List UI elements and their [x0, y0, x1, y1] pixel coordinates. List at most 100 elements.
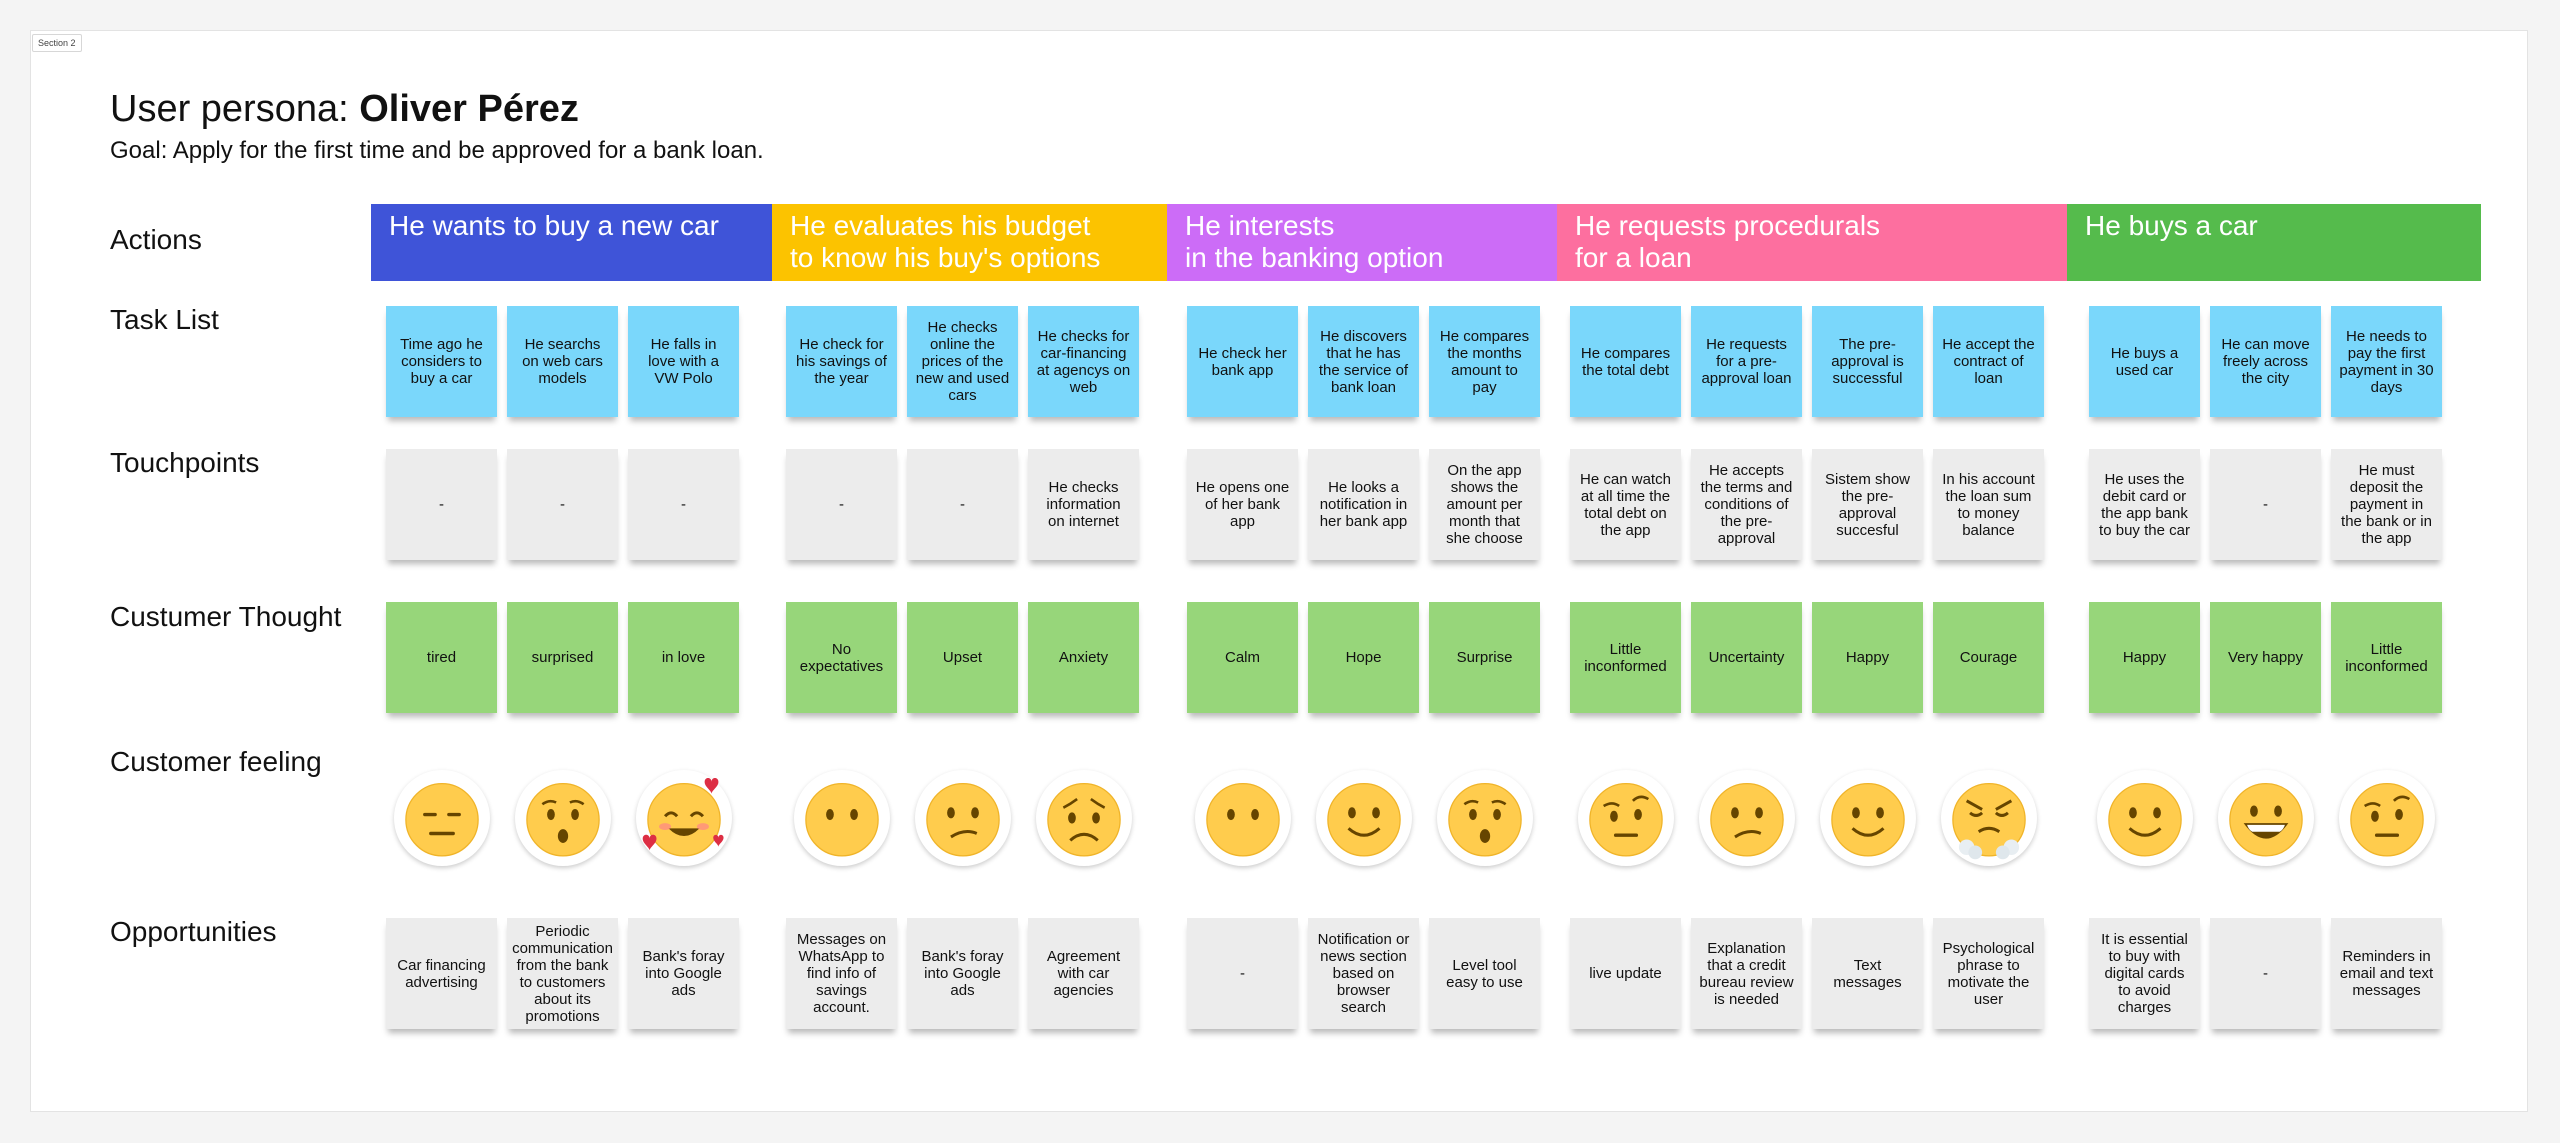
task-card[interactable]: He buys a used car	[2089, 306, 2200, 417]
touchpoint-card[interactable]: -	[907, 449, 1018, 560]
opportunity-card[interactable]: Car financing advertising	[386, 918, 497, 1029]
feeling-sticker[interactable]	[1578, 770, 1674, 866]
opportunity-card[interactable]: live update	[1570, 918, 1681, 1029]
task-card[interactable]: He checks online the prices of the new a…	[907, 306, 1018, 417]
touchpoint-card[interactable]: He opens one of her bank app	[1187, 449, 1298, 560]
touchpoint-card[interactable]: -	[507, 449, 618, 560]
feeling-sticker[interactable]	[915, 770, 1011, 866]
hushed-face-icon	[526, 782, 600, 857]
feeling-sticker[interactable]	[2339, 770, 2435, 866]
task-card[interactable]: He requests for a pre-approval loan	[1691, 306, 1802, 417]
thought-card[interactable]: surprised	[507, 602, 618, 713]
opportunity-card[interactable]: Explanation that a credit bureau review …	[1691, 918, 1802, 1029]
hushed-face-icon	[1448, 782, 1522, 857]
opportunity-card[interactable]: Reminders in email and text messages	[2331, 918, 2442, 1029]
touchpoint-card[interactable]: He must deposit the payment in the bank …	[2331, 449, 2442, 560]
thought-card[interactable]: Little inconformed	[2331, 602, 2442, 713]
task-card[interactable]: He checks for car-financing at agencys o…	[1028, 306, 1139, 417]
task-card[interactable]: He needs to pay the first payment in 30 …	[2331, 306, 2442, 417]
task-card[interactable]: The pre-approval is successful	[1812, 306, 1923, 417]
grinning-face-icon	[2229, 782, 2303, 857]
touchpoint-card[interactable]: Sistem show the pre-approval succesful	[1812, 449, 1923, 560]
touchpoint-card[interactable]: He accepts the terms and conditions of t…	[1691, 449, 1802, 560]
opportunity-card[interactable]: Notification or news section based on br…	[1308, 918, 1419, 1029]
task-card[interactable]: He compares the months amount to pay	[1429, 306, 1540, 417]
phase-header-line: in the banking option	[1185, 242, 1444, 273]
persona-goal: Goal: Apply for the first time and be ap…	[110, 137, 764, 164]
row-label-actions: Actions	[110, 224, 202, 255]
task-card[interactable]: Time ago he considers to buy a car	[386, 306, 497, 417]
thought-card[interactable]: tired	[386, 602, 497, 713]
neutral-face-icon	[805, 782, 879, 857]
thought-card[interactable]: Surprise	[1429, 602, 1540, 713]
thought-card[interactable]: Happy	[2089, 602, 2200, 713]
task-card[interactable]: He falls in love with a VW Polo	[628, 306, 739, 417]
feeling-sticker[interactable]	[394, 770, 490, 866]
touchpoint-card[interactable]: -	[2210, 449, 2321, 560]
thought-card[interactable]: Uncertainty	[1691, 602, 1802, 713]
title-prefix: User persona:	[110, 88, 360, 130]
thought-card[interactable]: Upset	[907, 602, 1018, 713]
opportunity-card[interactable]: Text messages	[1812, 918, 1923, 1029]
feeling-sticker[interactable]	[2097, 770, 2193, 866]
thought-card[interactable]: Very happy	[2210, 602, 2321, 713]
opportunity-card[interactable]: -	[1187, 918, 1298, 1029]
thought-card[interactable]: Anxiety	[1028, 602, 1139, 713]
opportunity-card[interactable]: Bank's foray into Google ads	[628, 918, 739, 1029]
task-card[interactable]: He compares the total debt	[1570, 306, 1681, 417]
opportunity-card[interactable]: -	[2210, 918, 2321, 1029]
thought-card[interactable]: No expectatives	[786, 602, 897, 713]
feeling-sticker[interactable]	[1941, 770, 2037, 866]
opportunity-card[interactable]: Messages on WhatsApp to find info of sav…	[786, 918, 897, 1029]
opportunity-card[interactable]: Bank's foray into Google ads	[907, 918, 1018, 1029]
feeling-sticker[interactable]	[515, 770, 611, 866]
feeling-sticker[interactable]	[1699, 770, 1795, 866]
steam-from-nose-face-icon	[1952, 782, 2026, 860]
feeling-sticker[interactable]	[1036, 770, 1132, 866]
touchpoint-card[interactable]: In his account the loan sum to money bal…	[1933, 449, 2044, 560]
feeling-sticker[interactable]	[1195, 770, 1291, 866]
task-card[interactable]: He searchs on web cars models	[507, 306, 618, 417]
touchpoint-card[interactable]: -	[386, 449, 497, 560]
section-tag[interactable]: Section 2	[32, 34, 82, 52]
neutral-face-icon	[1206, 782, 1280, 857]
touchpoint-card[interactable]: -	[628, 449, 739, 560]
opportunity-card[interactable]: Agreement with car agencies	[1028, 918, 1139, 1029]
opportunity-card[interactable]: Periodic communication from the bank to …	[507, 918, 618, 1029]
touchpoint-card[interactable]: On the app shows the amount per month th…	[1429, 449, 1540, 560]
task-card[interactable]: He accept the contract of loan	[1933, 306, 2044, 417]
feeling-sticker[interactable]	[636, 770, 732, 866]
expressionless-face-icon	[405, 782, 479, 857]
touchpoint-card[interactable]: He can watch at all time the total debt …	[1570, 449, 1681, 560]
raised-eyebrow-face-icon	[2350, 782, 2424, 857]
thought-card[interactable]: Happy	[1812, 602, 1923, 713]
opportunity-card[interactable]: Psychological phrase to motivate the use…	[1933, 918, 2044, 1029]
touchpoint-card[interactable]: -	[786, 449, 897, 560]
smiling-face-with-hearts-icon	[642, 778, 724, 857]
feeling-sticker[interactable]	[1316, 770, 1412, 866]
touchpoint-card[interactable]: He looks a notification in her bank app	[1308, 449, 1419, 560]
opportunity-card[interactable]: Level tool easy to use	[1429, 918, 1540, 1029]
opportunity-card[interactable]: It is essential to buy with digital card…	[2089, 918, 2200, 1029]
feeling-sticker[interactable]	[2218, 770, 2314, 866]
row-label-task-list: Task List	[110, 304, 219, 335]
thought-card[interactable]: Hope	[1308, 602, 1419, 713]
touchpoint-card[interactable]: He uses the debit card or the app bank t…	[2089, 449, 2200, 560]
thought-card[interactable]: Calm	[1187, 602, 1298, 713]
thought-card[interactable]: Little inconformed	[1570, 602, 1681, 713]
phase-header-1: He wants to buy a new car	[371, 204, 772, 281]
phase-header-line: He wants to buy a new car	[389, 210, 719, 241]
phase-header-line: He requests procedurals	[1575, 210, 1881, 241]
feeling-sticker[interactable]	[1820, 770, 1916, 866]
thought-card[interactable]: Courage	[1933, 602, 2044, 713]
touchpoint-card[interactable]: He checks information on internet	[1028, 449, 1139, 560]
task-card[interactable]: He check for his savings of the year	[786, 306, 897, 417]
task-card[interactable]: He can move freely across the city	[2210, 306, 2321, 417]
task-card[interactable]: He discovers that he has the service of …	[1308, 306, 1419, 417]
feeling-sticker[interactable]	[1437, 770, 1533, 866]
row-label-feeling: Customer feeling	[110, 746, 322, 777]
feeling-sticker[interactable]	[794, 770, 890, 866]
thought-card[interactable]: in love	[628, 602, 739, 713]
worried-face-icon	[1047, 782, 1121, 857]
task-card[interactable]: He check her bank app	[1187, 306, 1298, 417]
